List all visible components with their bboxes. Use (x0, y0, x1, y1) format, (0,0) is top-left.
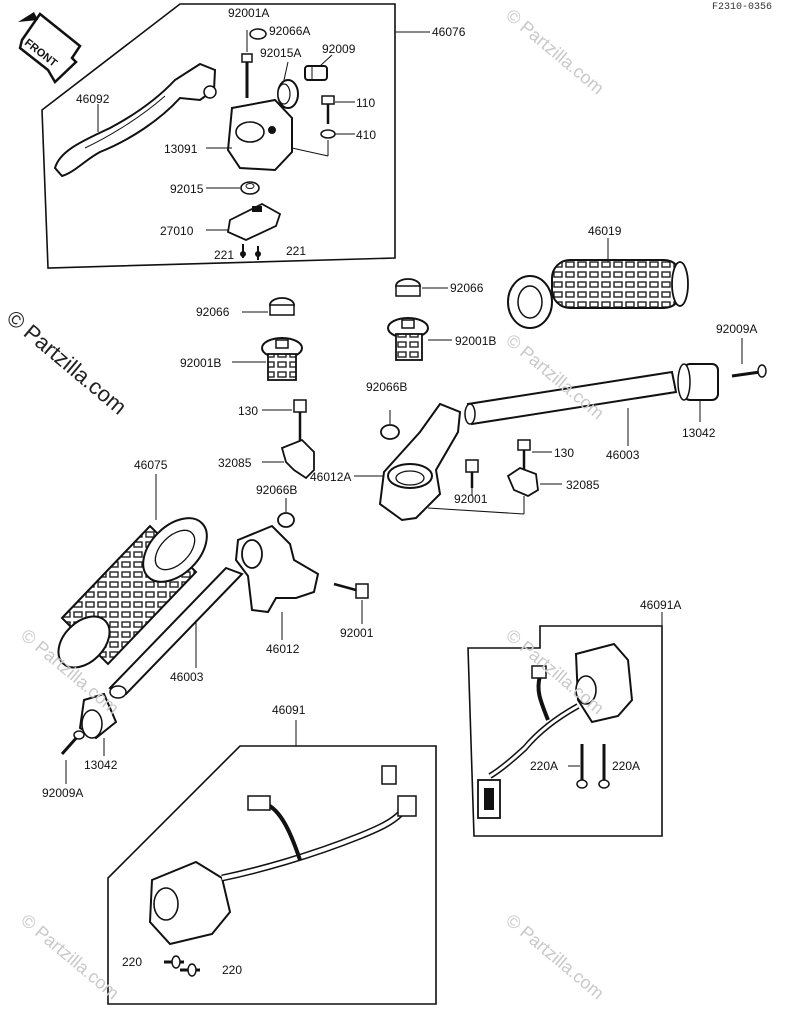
holder-46012A (378, 402, 462, 522)
part-label-46076: 46076 (432, 25, 466, 39)
part-label-92001B-right: 92001B (455, 334, 497, 348)
handlebar-46003-right (464, 370, 678, 426)
bolt-130-right (517, 439, 531, 472)
part-label-46012A: 46012A (310, 470, 352, 484)
part-label-46019: 46019 (588, 224, 622, 238)
cap-92066-left (269, 297, 295, 316)
part-label-92009: 92009 (322, 42, 356, 56)
bolt-110 (321, 95, 335, 124)
part-label-92009A-right: 92009A (716, 322, 758, 336)
left-switch-boundary (107, 745, 437, 1005)
part-label-92066-right: 92066 (450, 281, 484, 295)
left-grip-46075 (57, 517, 208, 669)
part-label-220A-a: 220A (530, 759, 559, 773)
part-label-46003-left: 46003 (170, 670, 204, 684)
right-switch-46091A (477, 642, 634, 819)
screws-220A (576, 744, 610, 789)
part-label-110: 110 (356, 96, 376, 110)
bar-end-13042-right (677, 363, 719, 401)
part-label-92001B-left: 92001B (180, 356, 222, 370)
handlebar-46003-left (108, 566, 244, 699)
bolt-92001A (241, 53, 253, 98)
nut-92015 (240, 181, 260, 195)
part-label-92001-mid: 92001 (454, 492, 488, 506)
clutch-lever (53, 62, 217, 178)
part-label-92066-left: 92066 (196, 305, 230, 319)
screws-221 (240, 244, 261, 260)
plug-92001B-left (261, 337, 303, 381)
part-label-32085-right: 32085 (566, 478, 600, 492)
part-label-46092: 46092 (76, 92, 110, 106)
part-label-410: 410 (356, 128, 377, 142)
part-label-92001-lower: 92001 (340, 626, 374, 640)
clutch-switch-27010 (226, 202, 282, 241)
screw-92009A-right (731, 364, 767, 378)
washer-410 (320, 129, 336, 139)
part-label-46003-right: 46003 (606, 448, 640, 462)
cap-92066B-left (277, 512, 295, 528)
part-label-221-a: 221 (214, 248, 235, 262)
holder-46012 (234, 524, 320, 614)
bolt-92001-mid (465, 459, 479, 488)
diagram-code: F2310-0356 (712, 2, 773, 13)
part-label-92009A-left: 92009A (42, 786, 84, 800)
lever-assembly-boundary (41, 3, 396, 269)
part-label-220-a: 220 (122, 955, 143, 969)
adjuster-92009 (304, 65, 328, 81)
lever-bracket (226, 98, 293, 172)
part-label-92066B-left: 92066B (256, 483, 298, 497)
part-label-92066A: 92066A (269, 24, 311, 38)
cap-92066B-right (380, 424, 400, 440)
part-label-220-b: 220 (222, 963, 243, 977)
part-label-220A-b: 220A (612, 759, 641, 773)
bolt-92001-lower (333, 582, 369, 599)
cap-92066A (249, 28, 267, 40)
nut-92015A (277, 79, 299, 109)
part-label-46075: 46075 (134, 458, 168, 472)
part-label-46091: 46091 (272, 703, 306, 717)
part-label-130-right: 130 (554, 446, 575, 460)
clamp-32085-left (280, 438, 315, 480)
bar-end-13042-left (78, 692, 118, 740)
part-label-13091: 13091 (164, 142, 198, 156)
part-label-46012: 46012 (266, 642, 300, 656)
part-label-27010: 27010 (160, 224, 194, 238)
part-label-221-b: 221 (286, 244, 307, 258)
part-label-92001A-top: 92001A (228, 6, 270, 20)
screws-220 (164, 955, 200, 977)
part-label-13042-right: 13042 (682, 426, 716, 440)
part-label-46091A: 46091A (640, 598, 682, 612)
clamp-32085-right (506, 466, 539, 498)
screw-92009A-left (60, 730, 85, 755)
plug-92001B-right (387, 317, 429, 361)
front-arrow-icon (18, 12, 82, 84)
cap-92066-right (395, 278, 421, 297)
part-label-92066B-right: 92066B (366, 380, 408, 394)
part-label-92015: 92015 (170, 182, 204, 196)
right-grip-46019 (507, 259, 689, 329)
part-label-13042-left: 13042 (84, 758, 118, 772)
left-switch-46091 (148, 765, 417, 946)
part-label-130-left: 130 (238, 404, 259, 418)
bolt-130-left (293, 399, 307, 442)
part-label-92015A: 92015A (260, 46, 302, 60)
part-label-32085-left: 32085 (218, 456, 252, 470)
